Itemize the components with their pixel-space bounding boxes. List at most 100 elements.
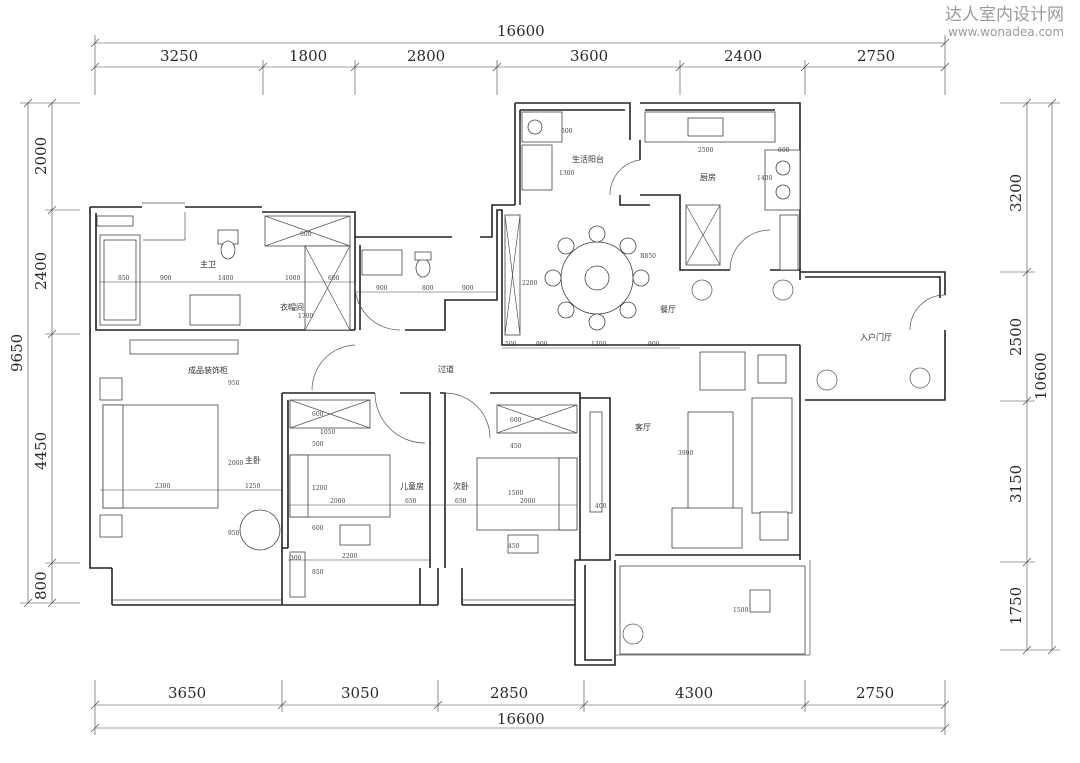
dim-1400b: 1400	[757, 175, 772, 182]
dim-850: 850	[118, 275, 130, 282]
kitchen-fixtures	[521, 111, 801, 271]
dim-900d: 900	[536, 341, 548, 348]
top-dim-1: 3250	[160, 47, 198, 65]
dim-2300: 2300	[155, 483, 170, 490]
room-dining: 餐厅	[660, 305, 676, 314]
dim-800: 800	[422, 285, 434, 292]
right-dim-4: 1750	[1007, 587, 1025, 625]
top-dim-5: 2400	[724, 47, 762, 65]
master-bath-fixtures	[96, 212, 241, 326]
dim-1700: 1700	[298, 313, 313, 320]
bottom-total-dimension: 16600	[497, 710, 545, 728]
inner-dimensions	[100, 281, 680, 561]
dim-950a: 950	[228, 380, 240, 387]
room-cabinet: 成品装饰柜	[188, 365, 228, 375]
dim-600d: 600	[561, 128, 573, 135]
dim-2200a: 2200	[522, 280, 537, 287]
dim-600c: 600	[778, 147, 790, 154]
dining-fixtures	[504, 214, 650, 336]
dim-1300a: 1300	[559, 170, 574, 177]
dim-2000a: 2000	[228, 460, 243, 467]
dim-1500b: 1500	[733, 607, 748, 614]
top-dim-3: 2800	[407, 47, 445, 65]
left-dim-3: 4450	[32, 432, 50, 470]
dim-600f: 600	[510, 417, 522, 424]
dim-2500: 2500	[698, 147, 713, 154]
top-dim-2: 1800	[289, 47, 327, 65]
left-dim-4: 800	[32, 571, 50, 600]
dim-600e: 600	[312, 411, 324, 418]
doors	[311, 159, 946, 444]
dim-2000b: 2000	[330, 498, 345, 505]
top-dim-6: 2750	[857, 47, 895, 65]
dim-1400: 1400	[218, 275, 233, 282]
dim-900a: 900	[160, 275, 172, 282]
bottom-dim-2: 3050	[341, 684, 379, 702]
top-total-dimension: 16600	[497, 22, 545, 40]
left-dim-2: 2400	[32, 252, 50, 290]
watermark-url: www.wonadea.com	[948, 25, 1064, 39]
bottom-dim-5: 2750	[856, 684, 894, 702]
dim-950b: 950	[228, 530, 240, 537]
dim-1000: 1000	[285, 275, 300, 282]
dim-2200b: 2200	[342, 553, 357, 560]
right-dimension-lines	[1000, 98, 1060, 655]
watermark-title: 达人室内设计网	[945, 5, 1064, 25]
master-bedroom-furniture	[99, 339, 281, 551]
dim-2000c: 2000	[520, 498, 535, 505]
bottom-dim-3: 2850	[490, 684, 528, 702]
right-dim-1: 3200	[1007, 174, 1025, 212]
dim-600g: 600	[312, 525, 324, 532]
bottom-dimension-lines	[90, 680, 950, 735]
dim-1250: 1250	[245, 483, 260, 490]
kids-room-furniture	[289, 399, 391, 598]
room-corridor: 过道	[438, 364, 454, 374]
dim-1200: 1200	[312, 485, 327, 492]
room-kids: 儿童房	[400, 481, 424, 491]
dim-1300b: 1300	[591, 341, 606, 348]
room-kitchen: 厨房	[700, 172, 716, 182]
right-dim-3: 3150	[1007, 465, 1025, 503]
dim-650b: 650	[455, 498, 467, 505]
dim-300: 300	[290, 555, 302, 562]
dim-900c: 900	[462, 285, 474, 292]
top-dimension-lines	[90, 35, 950, 95]
bottom-dim-1: 3650	[168, 684, 206, 702]
dim-450a: 450	[510, 443, 522, 450]
room-service-balcony: 生活阳台	[572, 154, 604, 164]
left-dim-1: 2000	[32, 137, 50, 175]
dim-850b: 850	[312, 569, 324, 576]
windows	[112, 120, 811, 656]
left-total-dimension: 9650	[8, 334, 26, 372]
dim-600b: 600	[300, 231, 312, 238]
dim-1500: 1500	[508, 490, 523, 497]
dim-1050: 1050	[320, 429, 335, 436]
dim-600a: 600	[328, 275, 340, 282]
dim-r850: R850	[640, 253, 656, 260]
living-room-furniture	[619, 351, 806, 655]
room-second-bed: 次卧	[453, 481, 469, 491]
second-bedroom-furniture	[476, 404, 603, 554]
dim-900b: 900	[376, 285, 388, 292]
top-dim-4: 3600	[570, 47, 608, 65]
dim-500b: 500	[312, 441, 324, 448]
dim-900e: 900	[648, 341, 660, 348]
room-master-bed: 主卧	[245, 455, 261, 465]
closet-fixtures	[264, 215, 351, 331]
dim-3900: 3900	[678, 450, 693, 457]
room-living: 客厅	[635, 422, 651, 432]
dim-500: 500	[505, 341, 517, 348]
left-dimension-lines	[20, 98, 80, 608]
right-dim-2: 2500	[1007, 318, 1025, 356]
second-bath-fixtures	[361, 249, 432, 278]
room-entry: 入户门厅	[860, 332, 892, 342]
bottom-dim-4: 4300	[675, 684, 713, 702]
dim-400: 400	[595, 503, 607, 510]
plants	[622, 279, 931, 645]
dim-650a: 650	[405, 498, 417, 505]
right-total-dimension: 10600	[1032, 352, 1050, 400]
room-closet: 衣帽间	[280, 302, 304, 312]
room-master-bath: 主卫	[200, 259, 216, 269]
dim-450b: 450	[508, 543, 520, 550]
